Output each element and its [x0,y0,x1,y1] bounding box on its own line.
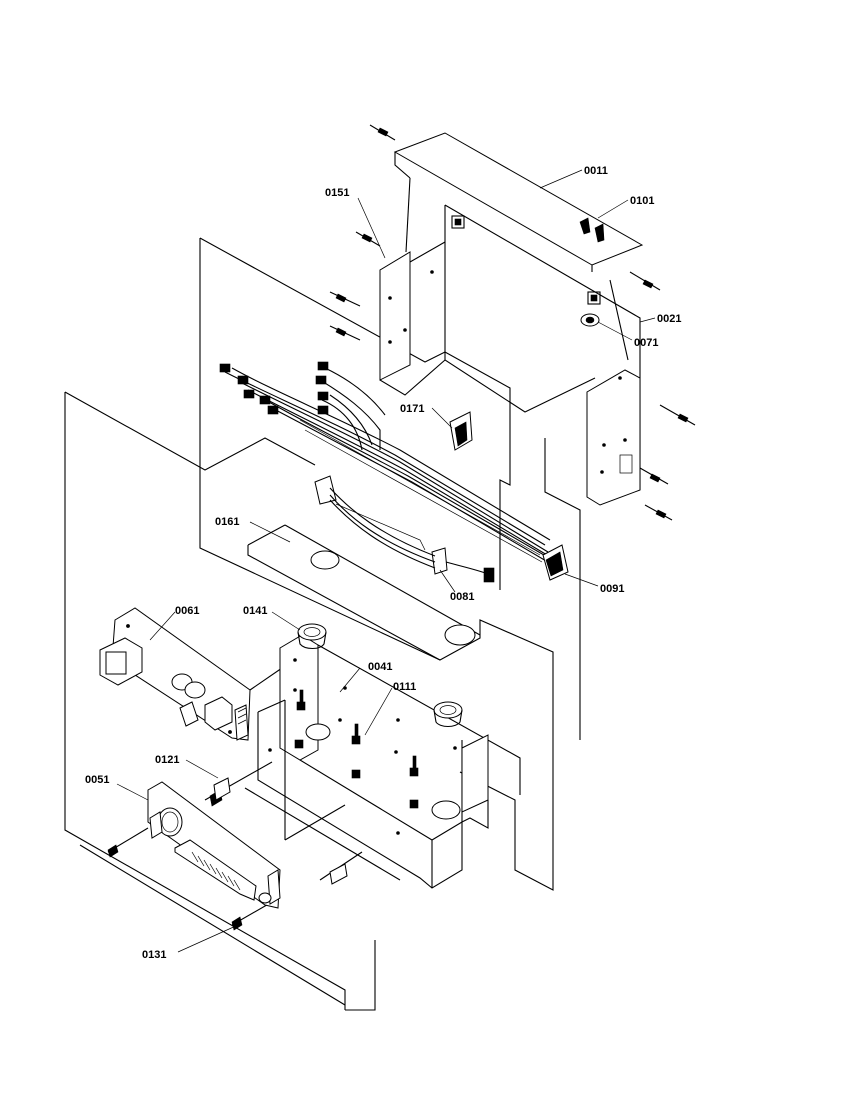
callout-labels: 0011 0101 0151 0021 0071 0171 0161 0091 … [85,165,681,961]
callout-0151: 0151 [325,187,349,199]
leader-lines [116,169,656,953]
callout-0171: 0171 [400,403,424,415]
front-frame-outline [64,391,376,1011]
callout-0101: 0101 [630,195,654,207]
top-cover [393,132,644,361]
callout-0141: 0141 [243,605,267,617]
screw-icons-top [329,124,696,521]
callout-0081: 0081 [450,591,474,603]
callout-0091: 0091 [600,583,624,595]
insulation-sheet [247,524,481,661]
ribbon-cable [314,475,495,583]
cabinet-box [379,204,641,506]
rear-panel-outline [199,237,581,891]
callout-0061: 0061 [175,605,199,617]
callout-0071: 0071 [634,337,658,349]
wire-harness [219,361,569,581]
callout-0041: 0041 [368,661,392,673]
mounting-bracket [244,634,521,889]
display-board [147,781,281,909]
callout-0011: 0011 [584,165,608,177]
screw-icons-bottom [107,761,363,931]
callout-0121: 0121 [155,754,179,766]
callout-0111: 0111 [393,681,416,693]
callout-0021: 0021 [657,313,681,325]
power-board [99,607,283,741]
callout-0161: 0161 [215,516,239,528]
grommet-icons [297,623,463,728]
callout-0051: 0051 [85,774,109,786]
callout-0131: 0131 [142,949,166,961]
standoff-icons [294,689,419,809]
